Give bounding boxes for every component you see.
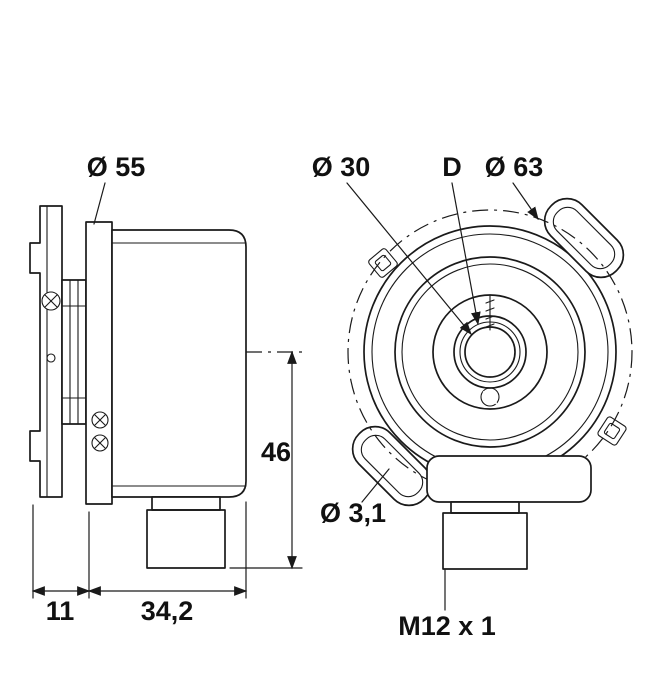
flange	[85, 221, 113, 505]
label-thread-m12: M12 x 1	[398, 611, 496, 641]
connector-side	[146, 496, 226, 569]
dimension-shaft-d: D	[442, 152, 481, 326]
mounting-bracket	[29, 205, 63, 498]
shaft-collar	[453, 295, 527, 407]
label-dia-63: Ø 63	[485, 152, 544, 182]
front-view: Ø 30 D Ø 63 Ø 3,1 M12 x 1	[312, 152, 633, 641]
torque-tab-upper-right	[543, 197, 625, 279]
bracket-screw-icon	[41, 291, 61, 363]
dimension-dia-30: Ø 30	[312, 152, 472, 336]
collar-screw-icon	[480, 387, 500, 407]
label-depth-34-2: 34,2	[141, 596, 194, 626]
shaft-hub	[61, 279, 87, 425]
clamp-screw-icon	[91, 411, 109, 452]
label-dia-30: Ø 30	[312, 152, 371, 182]
dimension-depths: 11 34,2	[31, 501, 248, 626]
encoder-body-side	[111, 229, 247, 498]
side-view: 46 11 34,2 Ø 55	[29, 152, 304, 626]
dimension-46: 46	[229, 350, 303, 570]
label-height-46: 46	[261, 437, 291, 467]
connector-front	[426, 455, 592, 570]
dimension-thread-m12: M12 x 1	[398, 569, 496, 641]
rim-boss-upper-left	[368, 248, 398, 278]
torque-tab-lower-left	[351, 425, 433, 507]
dimension-dia-55: Ø 55	[87, 152, 146, 225]
dimension-dia-3-1: Ø 3,1	[320, 468, 390, 528]
label-dia-55: Ø 55	[87, 152, 146, 182]
label-depth-11: 11	[46, 596, 75, 626]
dimension-dia-63: Ø 63	[485, 152, 544, 221]
collar-slit	[485, 295, 495, 331]
label-shaft-d: D	[442, 152, 462, 182]
rim-boss-lower-right	[597, 416, 627, 446]
label-dia-3-1: Ø 3,1	[320, 498, 386, 528]
